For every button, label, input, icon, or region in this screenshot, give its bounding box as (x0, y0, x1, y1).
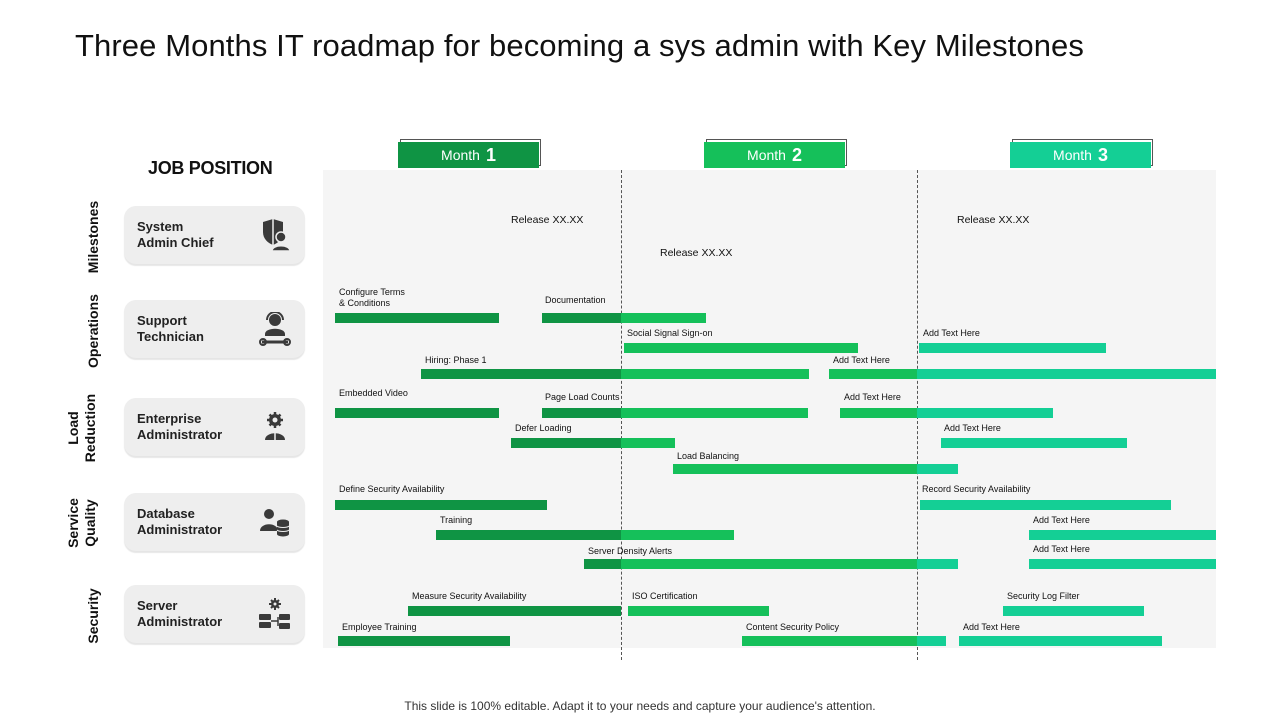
task-label: Add Text Here (844, 392, 901, 402)
task-bar (621, 530, 734, 540)
task-bar (917, 464, 958, 474)
task-bar (542, 313, 621, 323)
task-bar (829, 369, 917, 379)
milestone-release-1: Release XX.XX (511, 214, 584, 226)
task-label: Social Signal Sign-on (627, 328, 713, 338)
task-label: Hiring: Phase 1 (425, 355, 487, 365)
task-label: Measure Security Availability (412, 591, 527, 601)
task-bar (621, 408, 808, 418)
task-label: Security Log Filter (1007, 591, 1080, 601)
task-label: Page Load Counts (545, 392, 620, 402)
job-card-support-technician: Support Technician (124, 300, 305, 358)
task-label: Add Text Here (833, 355, 890, 365)
task-bar (621, 438, 675, 448)
task-label: Define Security Availability (339, 484, 445, 494)
job-card-server-administrator: Server Administrator (124, 585, 305, 643)
task-bar (917, 408, 1053, 418)
milestone-release-2: Release XX.XX (660, 247, 733, 259)
job-name: Server Administrator (137, 598, 223, 629)
task-label: Documentation (545, 295, 606, 305)
job-position-heading: JOB POSITION (148, 158, 273, 178)
footer-note: This slide is 100% editable. Adapt it to… (404, 699, 876, 713)
task-bar (1029, 530, 1216, 540)
job-name: System Admin Chief (137, 219, 214, 250)
task-bar (621, 313, 706, 323)
task-bar (621, 369, 809, 379)
job-card-enterprise-administrator: Enterprise Administrator (124, 398, 305, 456)
task-bar (628, 606, 769, 616)
month-3-word: Month (1053, 147, 1092, 163)
task-bar (673, 464, 917, 474)
task-bar (1003, 606, 1144, 616)
month-1-number: 1 (485, 144, 496, 165)
task-bar (436, 530, 621, 540)
month-2-word: Month (747, 147, 786, 163)
task-bar (335, 313, 499, 323)
task-bar (408, 606, 621, 616)
category-security: Security (84, 588, 101, 644)
task-bar (511, 438, 621, 448)
task-bar (335, 408, 499, 418)
month-2-header: Month 2 (704, 139, 849, 168)
server-network-icon (259, 598, 290, 629)
task-bar (959, 636, 1162, 646)
task-label: Add Text Here (1033, 515, 1090, 525)
job-card-database-administrator: Database Administrator (124, 493, 305, 551)
task-bar (917, 369, 1216, 379)
admin-gear-icon (265, 412, 285, 440)
task-label: Record Security Availability (922, 484, 1031, 494)
task-bar (917, 559, 958, 569)
month-3-number: 3 (1097, 144, 1108, 165)
task-label: Add Text Here (963, 622, 1020, 632)
job-name: Enterprise Administrator (137, 411, 223, 442)
task-label: ISO Certification (632, 591, 698, 601)
task-bar (584, 559, 621, 569)
task-bar (840, 408, 917, 418)
job-name: Database Administrator (137, 506, 223, 537)
month-2-number: 2 (791, 144, 802, 165)
database-user-icon (260, 509, 290, 537)
task-label: Server Density Alerts (588, 546, 673, 556)
task-bar (919, 343, 1106, 353)
job-card-system-admin-chief: System Admin Chief (124, 206, 305, 264)
task-bar (621, 559, 917, 569)
task-bar (624, 343, 858, 353)
task-label: Embedded Video (339, 388, 408, 398)
task-bar (742, 636, 917, 646)
task-bar (335, 500, 547, 510)
task-label: Load Balancing (677, 451, 740, 461)
task-label: Add Text Here (944, 423, 1001, 433)
task-label: Defer Loading (515, 423, 572, 433)
task-bar (1029, 559, 1216, 569)
task-bar (542, 408, 621, 418)
month-3-header: Month 3 (1010, 139, 1155, 168)
task-bar (338, 636, 510, 646)
shield-user-icon (263, 219, 291, 252)
month-1-word: Month (441, 147, 480, 163)
task-bar (941, 438, 1127, 448)
task-label: Add Text Here (1033, 544, 1090, 554)
task-bar (917, 636, 946, 646)
task-label: Training (440, 515, 473, 525)
task-bar (421, 369, 621, 379)
task-label: Add Text Here (923, 328, 980, 338)
task-label: Configure Terms & Conditions (339, 287, 405, 308)
slide-title: Three Months IT roadmap for becoming a s… (75, 28, 1085, 63)
task-label: Employee Training (342, 622, 417, 632)
technician-icon (259, 312, 291, 346)
task-bar (920, 500, 1171, 510)
month-1-header: Month 1 (398, 139, 543, 168)
task-label: Content Security Policy (746, 622, 840, 632)
job-name: Support Technician (137, 313, 204, 344)
milestone-release-3: Release XX.XX (957, 214, 1030, 226)
